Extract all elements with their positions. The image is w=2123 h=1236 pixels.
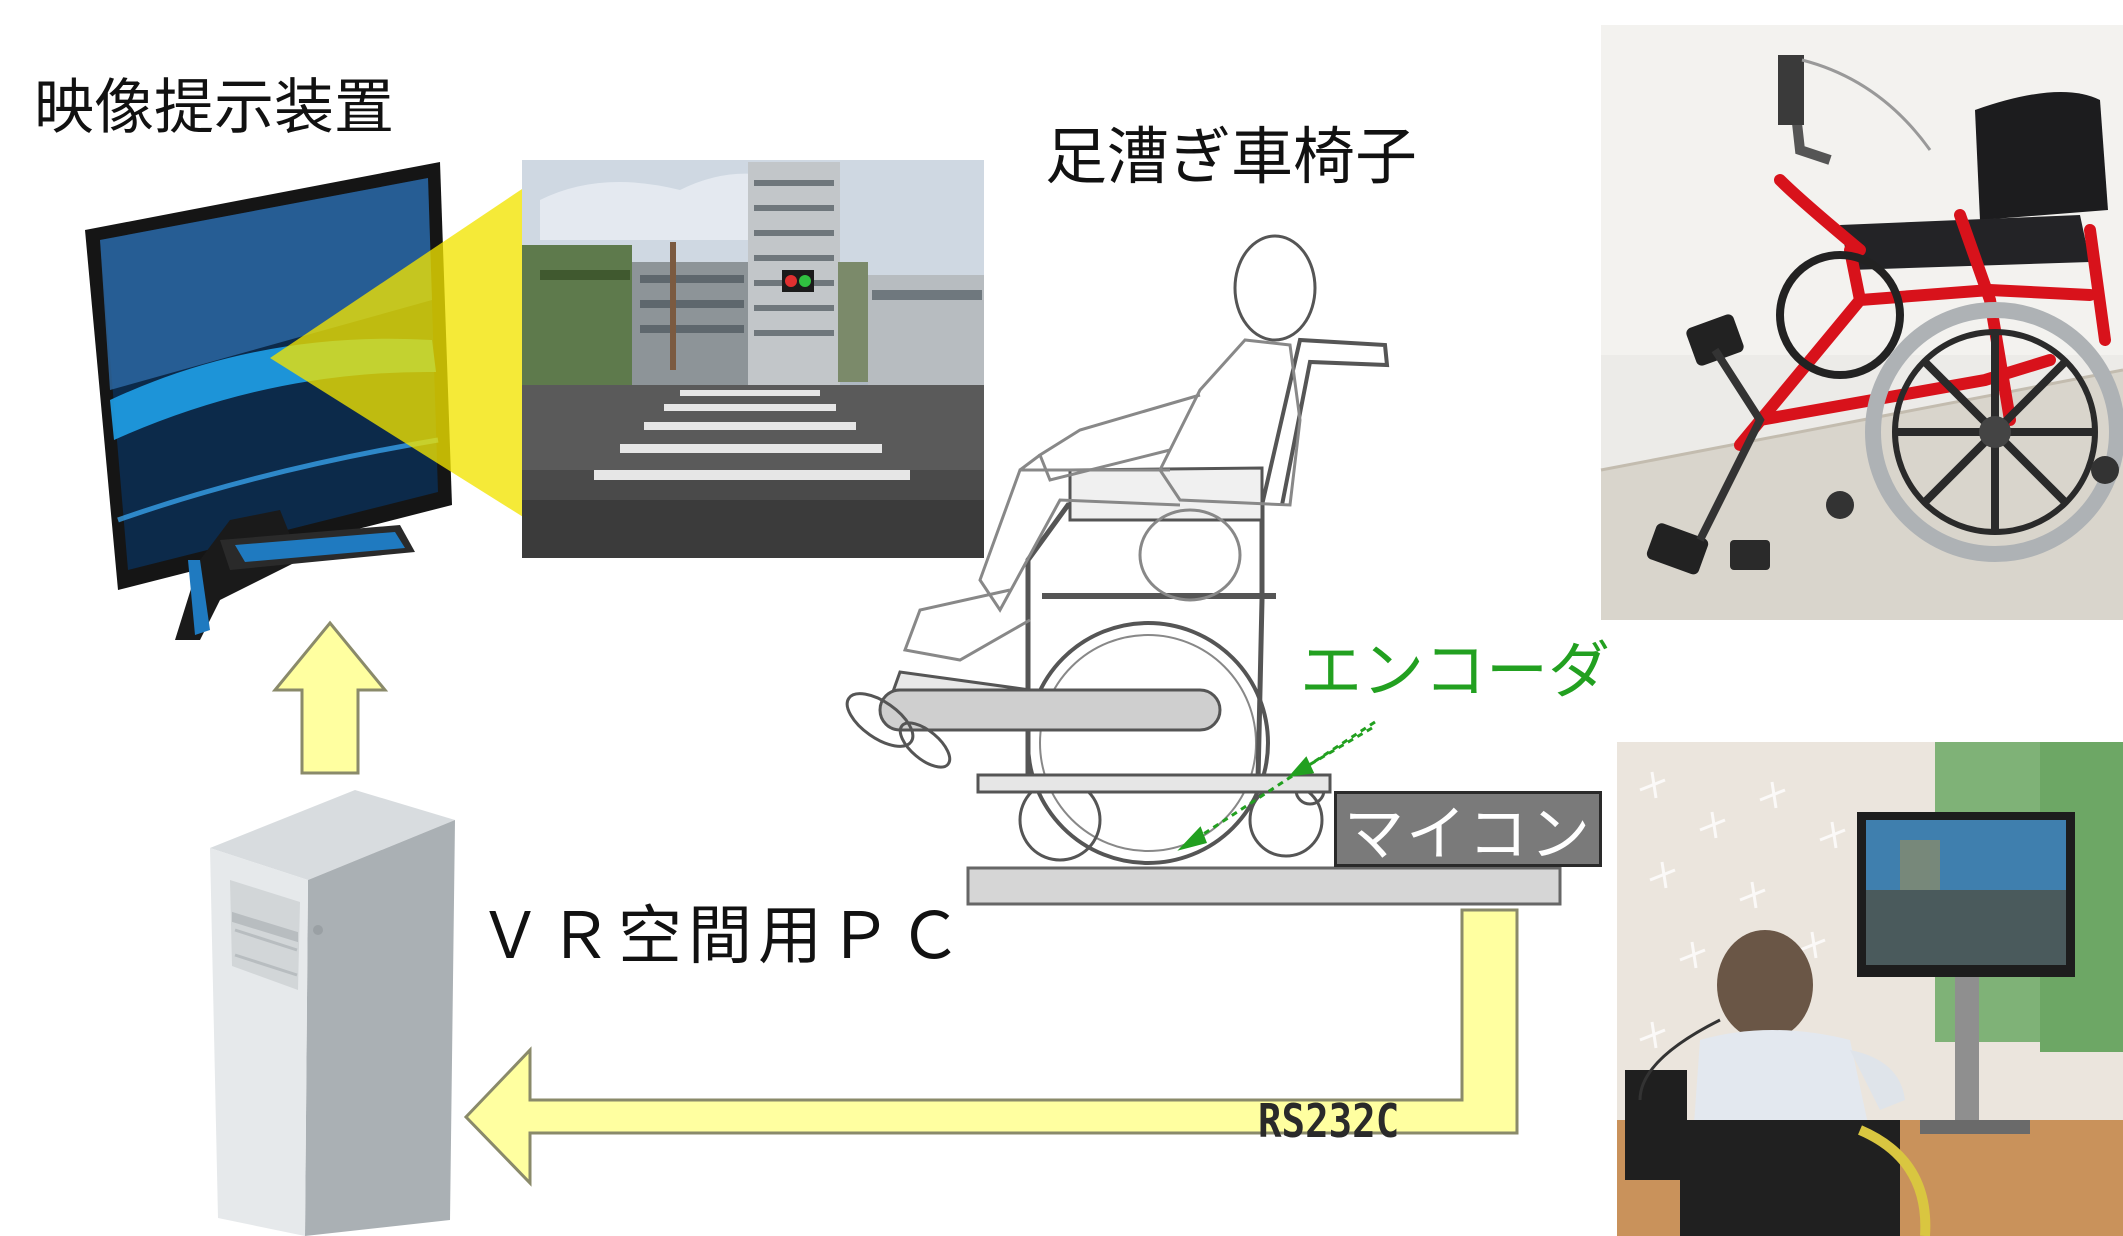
pc-tower-icon [210,790,455,1236]
encoder-arrows [1177,720,1376,851]
display-device-label: 映像提示装置 [34,73,394,143]
projection-cone [270,185,528,520]
rs232c-label: RS232C [1258,1094,1400,1148]
vr-street-scene [522,160,984,558]
user-using-system-photo [1617,742,2123,1236]
pedal-wheelchair-photo [1600,25,2123,620]
pedal-wheelchair-label: 足漕ぎ車椅子 [1045,120,1418,193]
microcontroller-box: マイコン [1334,791,1602,870]
vr-pc-label: ＶＲ空間用ＰＣ [478,900,968,974]
wheelchair-line-drawing [845,234,1562,906]
rs232c-arrow [463,908,1519,1187]
encoder-label: エンコーダ [1300,634,1611,707]
up-arrow [271,620,389,775]
microcontroller-label: マイコン [1344,799,1592,870]
monitor-icon [85,162,452,640]
